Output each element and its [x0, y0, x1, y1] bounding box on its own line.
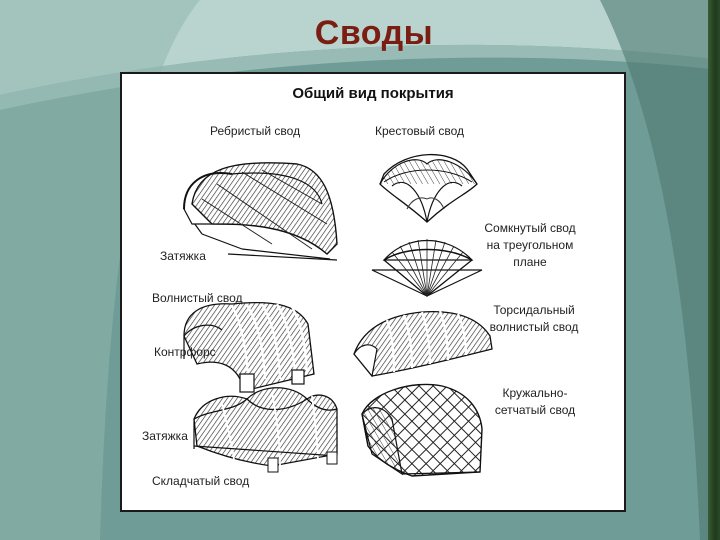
diagram-frame: Общий вид покрытия: [120, 72, 626, 512]
folded-vault-illustration: [194, 388, 337, 472]
label-folded-vault: Складчатый свод: [152, 473, 249, 490]
label-cross-vault: Крестовый свод: [375, 123, 464, 140]
label-tie-bottom: Затяжка: [142, 428, 188, 445]
ribbed-vault-illustration: [184, 163, 337, 260]
cross-vault-illustration: [380, 155, 477, 222]
label-closed-triangular-vault: Сомкнутый свод на треугольном плане: [470, 220, 590, 271]
label-wavy-vault: Волнистый свод: [152, 290, 243, 307]
label-ribbed-vault: Ребристый свод: [210, 123, 300, 140]
lace-mesh-vault-illustration: [362, 384, 482, 476]
label-buttress: Контрфорс: [154, 344, 216, 361]
label-lace-mesh-vault: Кружально- сетчатый свод: [474, 385, 596, 419]
slide-title: Своды: [0, 14, 720, 53]
label-torsoidal-wavy-vault: Торсидальный волнистый свод: [476, 302, 592, 336]
torsoidal-wavy-vault-illustration: [354, 311, 492, 376]
closed-triangular-vault-illustration: [372, 239, 482, 296]
right-decorative-band: [708, 0, 720, 540]
label-tie-top: Затяжка: [160, 248, 206, 265]
